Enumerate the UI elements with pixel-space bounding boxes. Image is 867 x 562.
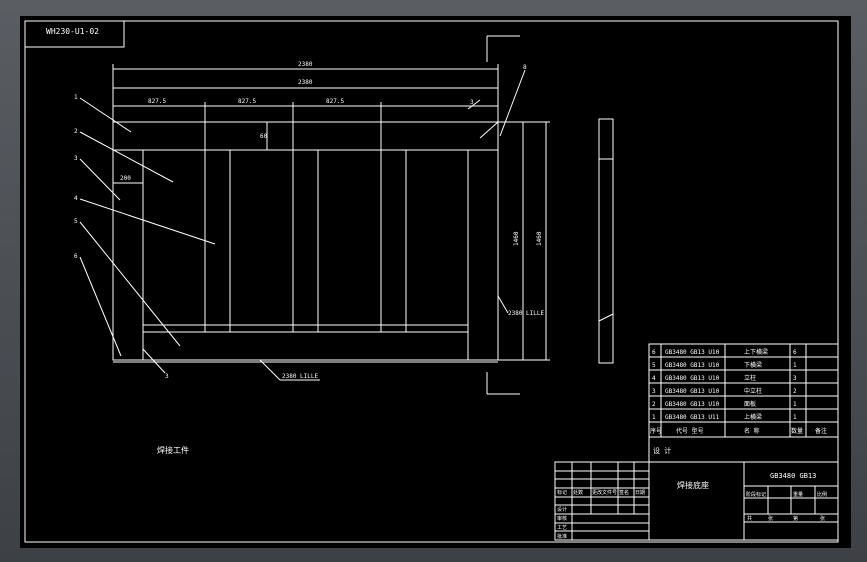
part-name: 面板 — [744, 400, 756, 408]
front-view — [112, 121, 499, 363]
right-dimensions: 1460 1460 — [486, 35, 550, 395]
part-no: 2 — [652, 401, 656, 408]
part-code: GB3480 GB13 U10 — [665, 362, 720, 369]
part-qty: 1 — [793, 362, 797, 369]
part-code: GB3480 GB13 U10 — [665, 401, 720, 408]
outer-frame — [112, 121, 499, 361]
material-label: GB3480 GB13 — [770, 472, 816, 480]
left-header-2: 更改文件号 — [592, 489, 617, 496]
right-label-2: 重量 — [793, 491, 803, 498]
header-no: 序号 — [650, 427, 662, 435]
balloon-6: 6 — [74, 253, 78, 260]
part-name: 下横梁 — [744, 361, 762, 369]
part-name: 上横梁 — [744, 413, 762, 421]
part-qty: 2 — [793, 388, 797, 395]
weld-bottom-label: 2380 LILLE — [282, 373, 319, 380]
balloon-2: 2 — [74, 128, 78, 135]
dim-overall-width-1: 2380 — [298, 61, 313, 68]
drawing-border — [24, 20, 839, 543]
left-header-4: 日期 — [635, 490, 645, 496]
sheet-label-4: 张 — [820, 515, 825, 522]
left-row-2: 设计 — [557, 506, 567, 513]
left-header-1: 处数 — [573, 489, 583, 496]
header-code: 代号 型号 — [676, 427, 704, 435]
parts-rows: 6 GB3480 GB13 U10 上下横梁 6 5 GB3480 GB13 U… — [650, 348, 827, 435]
part-no: 5 — [652, 362, 656, 369]
drawing-canvas: WH230-U1-02 2380 2380 827.5 827.5 827.5 … — [20, 16, 851, 548]
part-code: GB3480 GB13 U10 — [665, 375, 720, 382]
note-text: 焊接工件 — [157, 445, 189, 455]
part-qty: 6 — [793, 349, 797, 356]
design-label: 设 计 — [653, 446, 671, 455]
balloon-3: 3 — [74, 155, 78, 162]
right-label-1: 阶段标记 — [746, 491, 766, 498]
leaders: 1 2 3 4 5 6 8 — [74, 64, 527, 357]
part-qty: 1 — [793, 414, 797, 421]
sheet-label-2: 张 — [768, 515, 773, 522]
dim-bay-height: 60 — [260, 133, 268, 140]
left-row-3: 审核 — [557, 515, 567, 522]
part-name: 上下横梁 — [744, 348, 768, 356]
dim-height-1: 1460 — [513, 231, 520, 246]
title-block: 设 计 焊接底座 GB3480 GB13 处数 更改文件号 签名 日期 标记 设… — [554, 436, 839, 541]
header-name: 名 称 — [744, 427, 760, 435]
right-label-3: 比例 — [817, 491, 827, 498]
dim-height-2: 1460 — [536, 231, 543, 246]
part-code: GB3480 GB13 U10 — [665, 349, 720, 356]
dim-bay-3: 827.5 — [326, 98, 344, 105]
part-no: 1 — [652, 414, 656, 421]
cad-drawing: WH230-U1-02 2380 2380 827.5 827.5 827.5 … — [24, 20, 839, 543]
left-header-3: 签名 — [619, 489, 629, 496]
part-no: 6 — [652, 349, 656, 356]
parts-table — [648, 343, 839, 438]
weld-symbols: 3 3 2380 LILLE 2380 LILLE — [142, 99, 545, 381]
part-qty: 1 — [793, 401, 797, 408]
header-note: 备注 — [815, 427, 827, 435]
balloon-4: 4 — [74, 195, 78, 202]
weld-symbol-1: 3 — [165, 373, 169, 380]
part-name: 立柱 — [744, 374, 756, 382]
dim-bay-2: 827.5 — [238, 98, 256, 105]
balloon-1: 1 — [74, 94, 78, 101]
weld-right-label: 2380 LILLE — [508, 310, 545, 317]
dim-side-width: 200 — [120, 175, 131, 182]
code-box — [25, 21, 125, 48]
side-view — [598, 118, 614, 364]
weld-symbol-2: 3 — [470, 99, 474, 106]
drawing-title: 焊接底座 — [677, 480, 709, 490]
part-no: 3 — [652, 388, 656, 395]
balloon-5: 5 — [74, 218, 78, 225]
part-qty: 3 — [793, 375, 797, 382]
part-code: GB3480 GB13 U10 — [665, 388, 720, 395]
sheet-label-3: 第 — [793, 515, 798, 522]
part-code: GB3480 GB13 U11 — [665, 414, 720, 421]
top-dimensions: 2380 2380 827.5 827.5 827.5 60 200 — [112, 61, 499, 184]
drawing-code: WH230-U1-02 — [46, 27, 99, 36]
dim-overall-width-2: 2380 — [298, 79, 313, 86]
balloon-8: 8 — [523, 64, 527, 71]
dim-bay-1: 827.5 — [148, 98, 166, 105]
left-row-1: 标记 — [557, 489, 567, 496]
part-no: 4 — [652, 375, 656, 382]
left-row-4: 工艺 — [557, 525, 567, 531]
part-name: 中立柱 — [744, 387, 762, 395]
sheet-label-1: 共 — [747, 515, 752, 522]
header-qty: 数量 — [791, 427, 803, 435]
left-row-5: 批准 — [557, 533, 567, 540]
